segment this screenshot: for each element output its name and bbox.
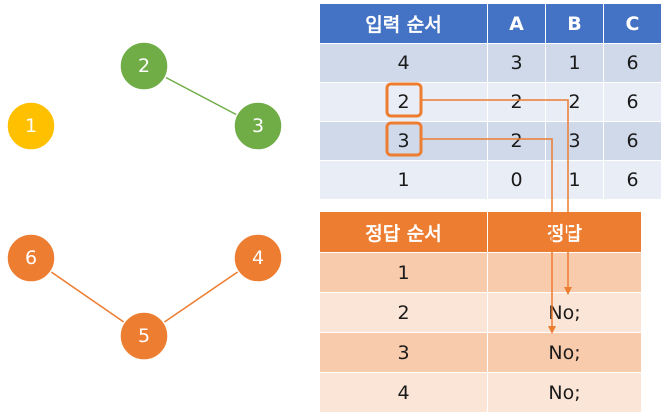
answer-table-header-row: 정답 순서 정답	[320, 212, 642, 253]
input-table-row: 3 2 3 6	[320, 122, 662, 161]
graph-node-2-label: 2	[138, 55, 150, 77]
input-cell-c: 6	[604, 44, 662, 83]
input-table-row: 2 2 2 6	[320, 83, 662, 122]
input-table-header-order: 입력 순서	[320, 4, 488, 44]
input-cell-order: 1	[320, 161, 488, 200]
answer-table-row: 1	[320, 253, 642, 293]
input-cell-b: 1	[546, 44, 604, 83]
answer-cell-order: 1	[320, 253, 488, 293]
input-cell-order: 3	[320, 122, 488, 161]
input-table-header-row: 입력 순서 A B C	[320, 4, 662, 44]
input-cell-b: 1	[546, 161, 604, 200]
graph-node-5: 5	[119, 311, 169, 361]
graph-node-2: 2	[119, 41, 169, 91]
answer-cell-order: 4	[320, 373, 488, 413]
input-cell-order: 4	[320, 44, 488, 83]
graph-node-4-label: 4	[252, 247, 264, 269]
input-order-table: 입력 순서 A B C 4 3 1 6 2 2 2 6 3 2 3 6 1 0 …	[320, 4, 662, 200]
answer-cell-answer: No;	[488, 293, 642, 333]
input-cell-a: 0	[488, 161, 546, 200]
answer-table-header-answer: 정답	[488, 212, 642, 253]
input-cell-order: 2	[320, 83, 488, 122]
graph-node-6: 6	[6, 233, 56, 283]
input-cell-c: 6	[604, 122, 662, 161]
answer-cell-answer	[488, 253, 642, 293]
input-cell-a: 3	[488, 44, 546, 83]
input-table-header-b: B	[546, 4, 604, 44]
graph-node-5-label: 5	[138, 325, 150, 347]
graph-node-1: 1	[6, 101, 56, 151]
answer-table-header-order: 정답 순서	[320, 212, 488, 253]
answer-cell-order: 2	[320, 293, 488, 333]
graph-node-6-label: 6	[25, 247, 37, 269]
answer-order-table: 정답 순서 정답 1 2 No; 3 No; 4 No;	[320, 212, 642, 413]
input-cell-c: 6	[604, 161, 662, 200]
graph-node-4: 4	[233, 233, 283, 283]
answer-table-row: 3 No;	[320, 333, 642, 373]
graph-node-3-label: 3	[252, 115, 264, 137]
input-table-header-a: A	[488, 4, 546, 44]
input-cell-b: 2	[546, 83, 604, 122]
input-table-row: 1 0 1 6	[320, 161, 662, 200]
answer-table-row: 2 No;	[320, 293, 642, 333]
input-cell-b: 3	[546, 122, 604, 161]
input-cell-a: 2	[488, 122, 546, 161]
graph-node-3: 3	[233, 101, 283, 151]
answer-cell-order: 3	[320, 333, 488, 373]
answer-cell-answer: No;	[488, 373, 642, 413]
answer-cell-answer: No;	[488, 333, 642, 373]
input-table-row: 4 3 1 6	[320, 44, 662, 83]
input-cell-c: 6	[604, 83, 662, 122]
graph-node-1-label: 1	[25, 115, 37, 137]
input-cell-a: 2	[488, 83, 546, 122]
answer-table-row: 4 No;	[320, 373, 642, 413]
input-table-header-c: C	[604, 4, 662, 44]
